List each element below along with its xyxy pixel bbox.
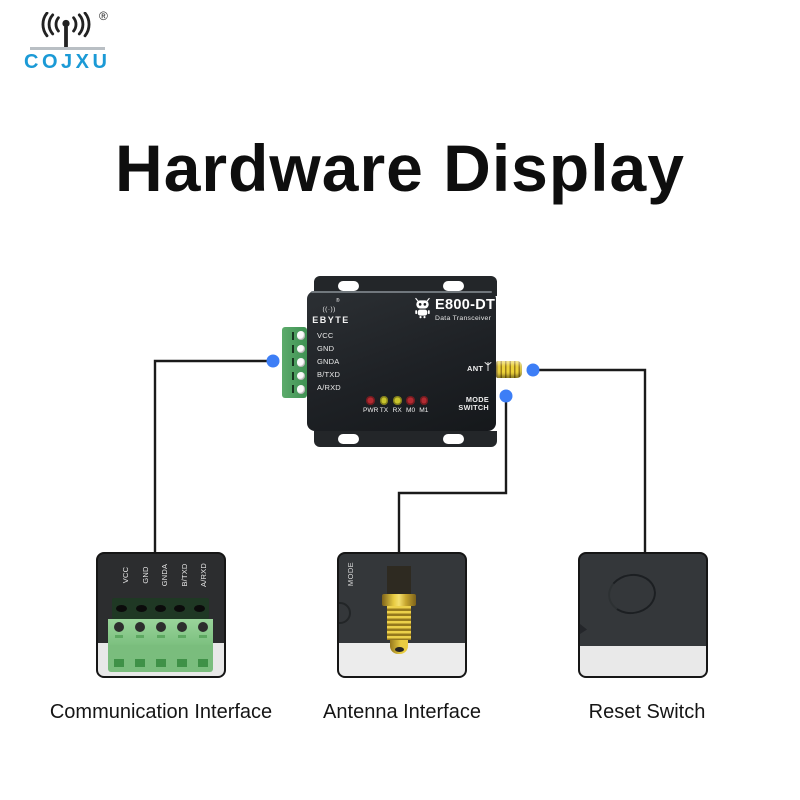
callout-reset-switch [578,552,708,678]
line-communication [153,359,273,554]
led-label: M0 [405,407,416,415]
panel-hole-arc [339,602,351,624]
mode-switch-label: MODE SWITCH [430,395,489,413]
callout-antenna-interface: MODE ANT [337,552,467,678]
device-body [307,291,496,431]
ebyte-waves-icon: ((·)) [322,306,336,313]
led-tx [379,396,389,405]
mode-switch-line2: SWITCH [458,403,489,413]
pin-label-rotated: B/TXD [179,563,189,587]
pin-label: GND [317,343,335,353]
sma-antenna-connector [496,361,522,378]
registered-mark: ® [99,9,108,23]
panel-label-mode: MODE [346,561,355,587]
pin-label: VCC [317,330,334,340]
mode-switch-line1: MODE [465,395,489,404]
caption-reset-switch: Reset Switch [588,701,706,723]
brand-name: COJXU [24,51,111,73]
caption-communication-interface: Communication Interface [49,701,273,723]
connection-dot-terminal [266,354,280,368]
led-m1 [419,396,429,405]
ant-text: ANT [467,364,484,373]
edge-notch [580,624,587,634]
led-label: M1 [419,407,429,415]
terminal-block [282,327,307,398]
callout-communication-interface: VCC GND GNDA B/TXD A/RXD [96,552,226,678]
mounting-flange-bottom [314,431,497,447]
connection-dot-mode [499,389,513,403]
pin-label-rotated: A/RXD [199,563,208,587]
led-rx [392,396,402,405]
mounting-hole [443,280,464,291]
robot-icon [415,297,430,319]
terminal-base-row [108,645,213,672]
terminal-top-row [112,598,209,619]
model-block: E800-DTU Data Transceiver [413,297,506,322]
led-m0 [406,396,415,405]
sma-base [387,566,411,594]
line-reset [533,368,647,554]
led-label: TX [379,407,389,415]
sma-hex-nut [382,594,416,606]
ant-label: ANT [467,361,492,373]
antenna-logo-icon [41,12,91,51]
led-row: PWR TX RX M0 M1 [362,396,430,415]
sma-thread [387,606,411,640]
connection-dot-antenna [526,363,540,377]
caption-antenna-interface: Antenna Interface [323,701,481,723]
panel-light [580,646,706,676]
pin-label-rotated: GNDA [160,563,169,587]
pin-label-rotated: GND [140,566,150,584]
page-title: Hardware Display [115,131,685,205]
led-label: PWR [362,407,379,415]
mounting-hole [443,434,464,444]
device-model: E800-DTU [435,297,506,313]
pin-label: B/TXD [317,370,341,380]
ebyte-logo: ((·)) ® EBYTE [311,298,351,325]
ebyte-registered-mark: ® [335,298,340,304]
led-pwr [366,396,375,405]
pin-labels: VCC GND GNDA B/TXD A/RXD [317,330,341,393]
sma-tip [390,640,408,654]
reset-hole-outline [605,570,659,618]
pin-label: A/RXD [317,383,341,393]
pin-label: GNDA [317,356,340,366]
pin-label-rotated: VCC [121,566,130,584]
ebyte-name: EBYTE [312,315,350,325]
terminal-screw-row [108,619,213,645]
antenna-glyph-icon [484,361,492,371]
device-subtitle: Data Transceiver [435,314,492,322]
logo-baseline [30,47,105,50]
mounting-hole [338,280,359,291]
led-label: RX [392,407,402,415]
mounting-hole [338,434,359,444]
